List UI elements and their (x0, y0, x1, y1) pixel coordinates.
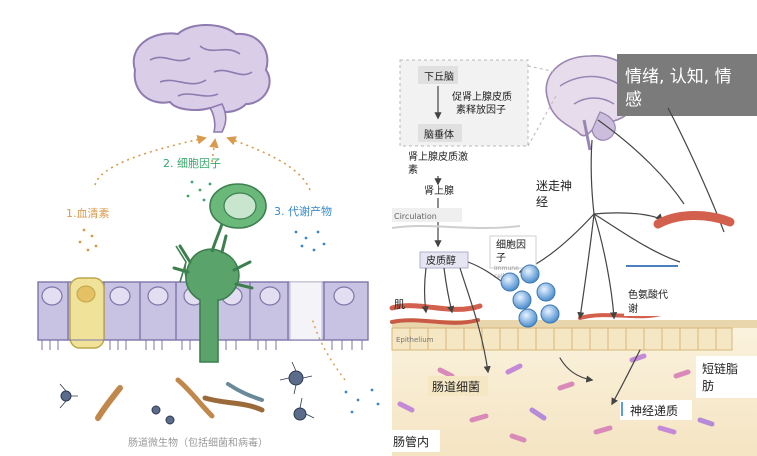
overlay-title-line1: 情绪, 认知, 情 (625, 67, 732, 87)
overlay-title-line2: 感 (625, 90, 642, 110)
tryptophan-label-2: 谢 (628, 302, 638, 315)
immune-label-2: cells (494, 273, 507, 280)
right-epithelium (391, 327, 733, 351)
adrenal-label: 肾上腺 (424, 184, 454, 197)
cytokine-pathway-arrow (209, 138, 219, 163)
left-caption: 肠道微生物（包括细菌和病毒） (128, 436, 268, 449)
gut-bacteria-label: 肠道细菌 (432, 380, 480, 394)
tryptophan-label-1: 色氨酸代 (628, 288, 668, 301)
immune-cells (500, 264, 560, 328)
lumen-bacteria (397, 349, 715, 443)
acth-label-1: 肾上腺皮质激 (408, 150, 468, 163)
label-serum: 1.血清素 (66, 206, 110, 220)
immune-label-1: Immune (494, 265, 519, 272)
gut-microbes (59, 361, 315, 425)
vagus-label-1: 迷走神 (536, 179, 572, 193)
crh-label-2: 素释放因子 (456, 103, 506, 116)
muscle-label: 肌 (394, 298, 405, 311)
right-vessel (653, 211, 735, 229)
overlay-title-box (617, 54, 757, 116)
right-panel: 情绪, 认知, 情 感 下丘脑 促肾上腺皮质 素释放因子 脑垂体 肾上腺皮质激 … (389, 54, 757, 456)
neurotransmitter-label: 神经递质 (630, 404, 678, 418)
vagus-label-2: 经 (536, 195, 548, 209)
brain-illustration (132, 24, 271, 133)
scfa-label-2: 肪 (702, 378, 714, 393)
metabolite-pathway-arrow (226, 136, 311, 191)
crh-label-1: 促肾上腺皮质 (452, 90, 512, 103)
pituitary-label: 脑垂体 (424, 128, 454, 141)
serum-particles (78, 228, 98, 252)
epithelium-label: Epithelium (396, 336, 434, 344)
cortisol-label: 皮质醇 (426, 254, 456, 267)
acth-label-2: 素 (408, 163, 418, 176)
cytokine-label-2: 子 (496, 252, 506, 264)
lumen-label: 肠管内 (393, 434, 429, 449)
serum-pathway-arrow (94, 134, 207, 186)
left-panel: 1.血清素 2. 细胞因子 3. 代谢产物 (37, 24, 380, 449)
label-metabolites: 3. 代谢产物 (274, 204, 332, 218)
label-cytokines: 2. 细胞因子 (163, 157, 221, 170)
enteroendocrine-cell (172, 183, 267, 363)
brain-sagittal (545, 55, 638, 151)
scfa-label-1: 短链脂 (702, 361, 738, 376)
metabolite-particles (294, 230, 380, 414)
hpa-axis-box (399, 59, 557, 147)
cytokine-label-1: 细胞因 (496, 238, 526, 251)
circulation-label: Circulation (394, 212, 437, 221)
hypothalamus-label: 下丘脑 (424, 70, 454, 83)
